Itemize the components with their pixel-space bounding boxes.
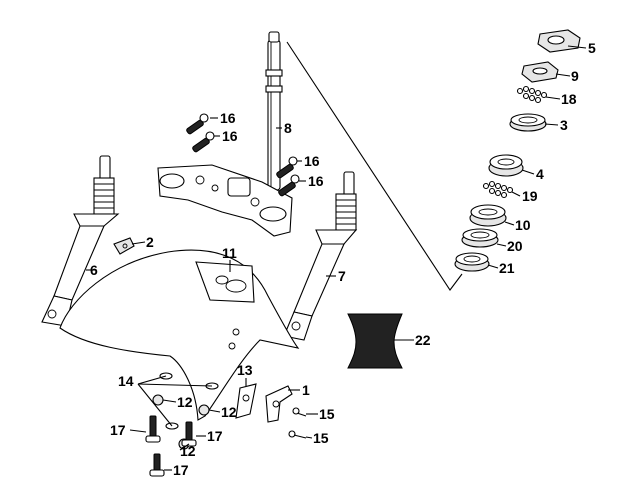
label-part-16-b: 16	[222, 128, 238, 144]
hose-clamp	[235, 383, 257, 419]
label-part-12-a: 12	[177, 394, 193, 410]
label-part-9: 9	[571, 68, 579, 84]
top-cone-race	[509, 113, 547, 132]
label-part-12-b: 12	[221, 404, 237, 420]
label-part-13: 13	[237, 362, 253, 378]
label-part-5: 5	[588, 40, 596, 56]
upper-ball-set	[516, 85, 548, 104]
assembly-line	[286, 41, 463, 291]
label-part-3: 3	[560, 117, 568, 133]
label-part-15-a: 15	[319, 406, 335, 422]
stem-bolts	[186, 113, 300, 197]
label-part-1: 1	[302, 382, 310, 398]
label-part-6: 6	[90, 262, 98, 278]
rubber-pad	[347, 313, 403, 369]
label-part-10: 10	[515, 217, 531, 233]
label-part-7: 7	[338, 268, 346, 284]
steering-stem	[265, 31, 283, 191]
label-part-16-c: 16	[304, 153, 320, 169]
label-part-15-b: 15	[313, 430, 329, 446]
label-part-17-b: 17	[207, 428, 223, 444]
label-part-8: 8	[284, 120, 292, 136]
label-part-16-a: 16	[220, 110, 236, 126]
bottom-cone-race	[461, 228, 499, 248]
label-part-18: 18	[561, 91, 577, 107]
label-part-21: 21	[499, 260, 515, 276]
label-part-14: 14	[118, 373, 134, 389]
label-part-16-d: 16	[308, 173, 324, 189]
part-labels: 5 9 18 3 4 19 10 20 21 8 16 16 16 16 2 1…	[90, 40, 596, 478]
cable-clip	[113, 237, 135, 255]
label-part-22: 22	[415, 332, 431, 348]
front-fender	[59, 249, 300, 421]
label-part-11: 11	[222, 245, 237, 261]
label-part-12-c: 12	[180, 443, 196, 459]
label-part-17-a: 17	[110, 422, 126, 438]
label-part-2: 2	[146, 234, 154, 250]
lock-nut	[537, 29, 581, 53]
adjust-nut	[521, 61, 559, 83]
leader-lines	[86, 45, 587, 471]
dust-seal	[454, 252, 490, 272]
left-fork-tube	[41, 155, 120, 327]
label-part-17-c: 17	[173, 462, 189, 478]
label-part-20: 20	[507, 238, 523, 254]
lower-ball-set	[482, 180, 514, 199]
lower-triple-clamp	[157, 164, 293, 237]
right-fork-tube	[283, 171, 358, 341]
bottom-ball-race	[469, 204, 507, 227]
cable-bracket	[265, 385, 293, 423]
label-part-19: 19	[522, 188, 538, 204]
small-screws	[288, 407, 307, 439]
label-part-4: 4	[536, 166, 544, 182]
top-ball-race	[488, 154, 524, 177]
